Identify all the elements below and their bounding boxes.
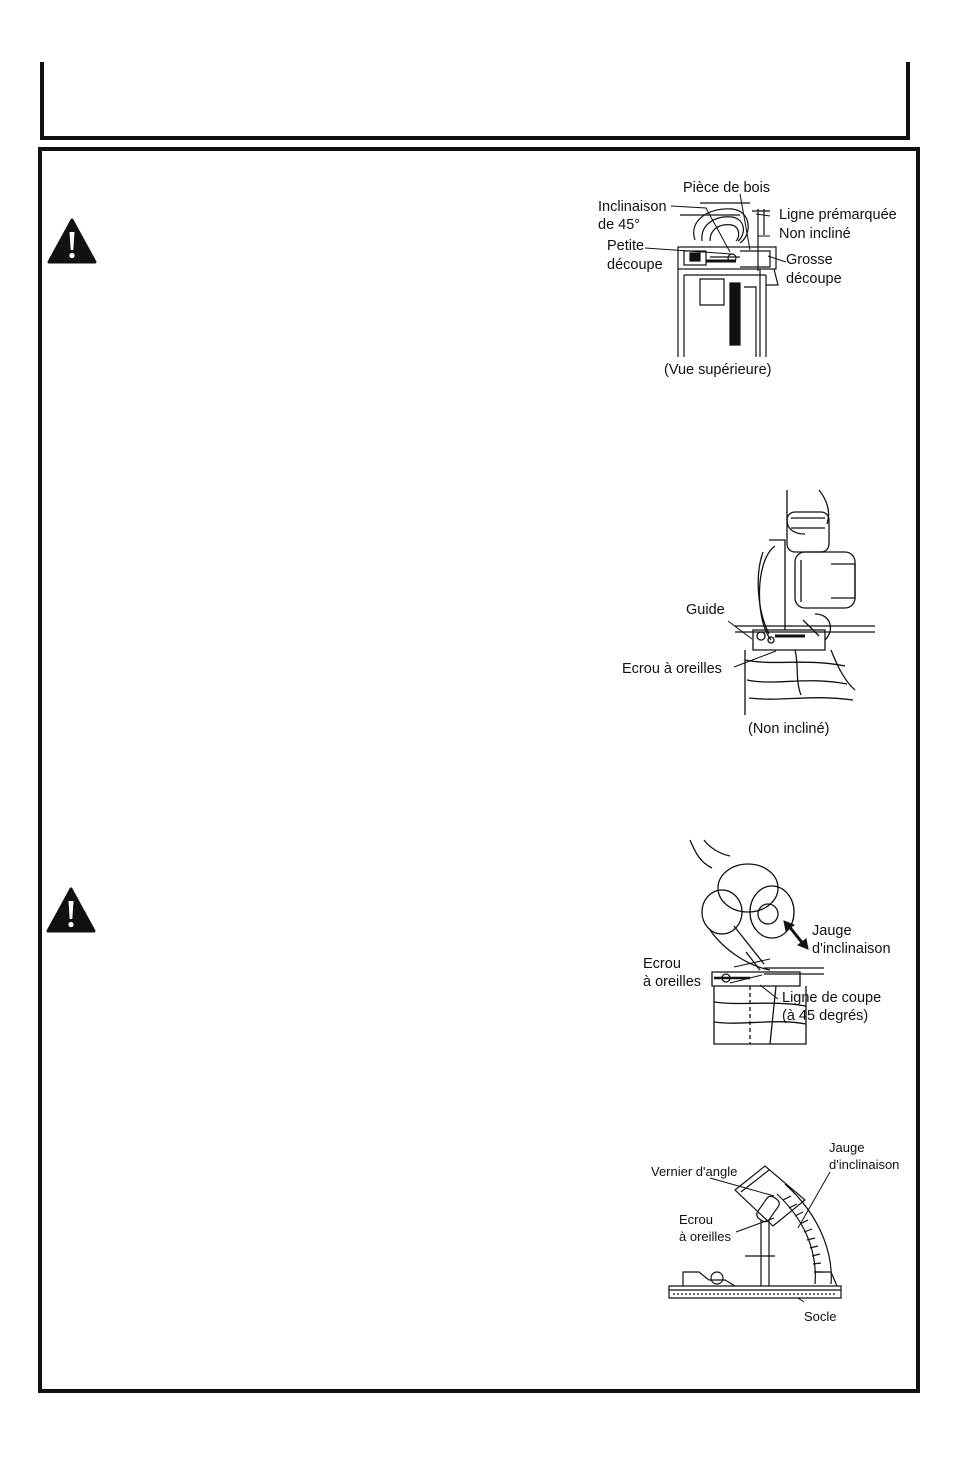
label-grosse-decoupe: découpe: [786, 271, 842, 287]
label-dinclinaison-fig4: d'inclinaison: [829, 1157, 900, 1172]
label-vernier-dangle: Vernier d'angle: [651, 1164, 738, 1179]
content-frame: [38, 147, 920, 1393]
label-dinclinaison-fig3: d'inclinaison: [812, 941, 891, 957]
warning-triangle-icon: [46, 887, 96, 933]
label-a-oreilles-fig3: à oreilles: [643, 974, 702, 990]
figure3-leader-lines: [729, 920, 809, 1000]
label-socle: Socle: [804, 1309, 837, 1324]
label-ecrou-fig3: Ecrou: [643, 956, 681, 972]
label-grosse: Grosse: [786, 252, 833, 268]
label-de-45: de 45°: [598, 217, 641, 233]
label-petite-decoupe: découpe: [607, 257, 663, 273]
label-inclinaison: Inclinaison: [598, 199, 667, 215]
saw-with-guide-drawing: [735, 489, 875, 715]
bevel-cut-saw-drawing: [689, 839, 824, 1045]
label-jauge-fig3: Jauge: [812, 923, 852, 939]
figure2-leader-lines: [727, 620, 777, 668]
header-frame: [40, 62, 910, 140]
label-guide: Guide: [686, 602, 725, 618]
caption-vue-superieure: (Vue supérieure): [664, 362, 772, 378]
caption-non-incline: (Non incliné): [748, 721, 830, 737]
bevel-gauge-detail-drawing: [668, 1165, 842, 1299]
label-a-oreilles-fig4: à oreilles: [679, 1229, 732, 1244]
label-petite: Petite: [607, 238, 645, 254]
label-jauge-fig4: Jauge: [829, 1140, 865, 1155]
label-ligne-de-coupe: Ligne de coupe: [782, 990, 882, 1006]
label-non-incline: Non incliné: [779, 226, 851, 242]
top-view-saw-drawing: [677, 202, 779, 357]
label-a-45-degres: (à 45 degrés): [782, 1008, 869, 1024]
figure4-leader-lines: [709, 1171, 831, 1303]
label-piece-de-bois: Pièce de bois: [683, 180, 771, 196]
warning-triangle-icon: [47, 218, 97, 264]
label-ecrou-a-oreilles-fig2: Ecrou à oreilles: [622, 661, 722, 677]
label-ligne-premarquee: Ligne prémarquée: [779, 207, 897, 223]
figure1-leader-lines: [644, 193, 787, 263]
label-ecrou-fig4: Ecrou: [679, 1212, 713, 1227]
